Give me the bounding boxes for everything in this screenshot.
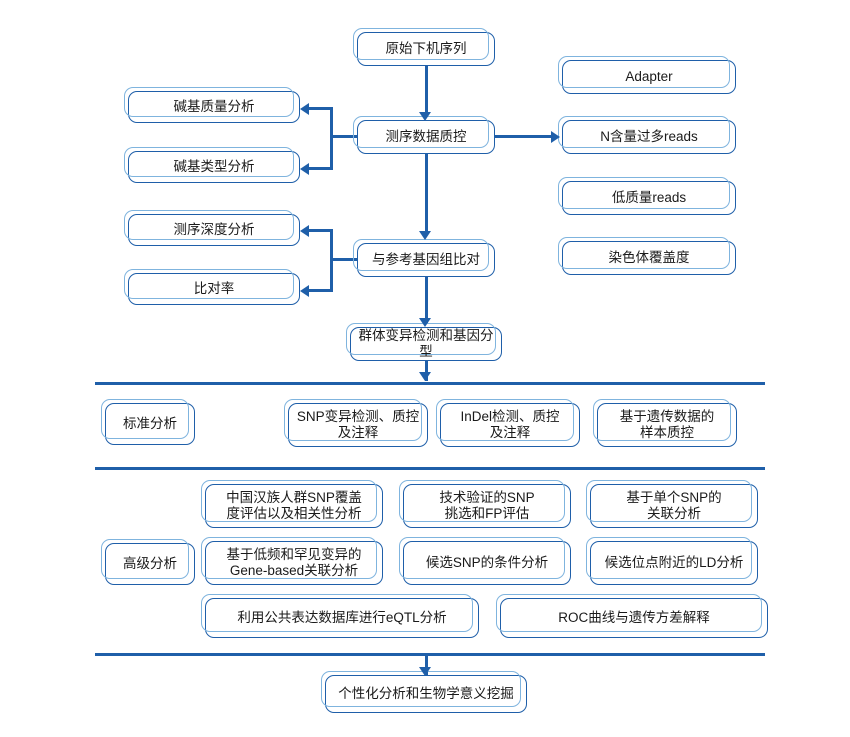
node-n-content-reads-label: N含量过多reads: [600, 128, 698, 144]
connector-qc-left-bracket: [330, 107, 333, 170]
connector-alignment-to-rate: [308, 289, 332, 292]
arrowhead-alignment-to-rate: [300, 285, 309, 297]
connector-alignment-left-bracket: [330, 229, 333, 292]
node-candidate-snp-conditional-label: 候选SNP的条件分析: [425, 554, 549, 570]
arrowhead-qc-to-base-type: [300, 163, 309, 175]
node-indel-detection-qc-annotation-label: InDel检测、质控 及注释: [460, 408, 560, 440]
node-snp-detection-qc-annotation[interactable]: SNP变异检测、质控 及注释: [284, 399, 428, 447]
arrowhead-to-final: [419, 667, 431, 676]
standard-analysis-label-text: 标准分析: [123, 415, 177, 431]
node-low-quality-reads-label: 低质量reads: [611, 189, 687, 205]
arrowhead-qc-to-base-quality: [300, 103, 309, 115]
node-standard-analysis-label[interactable]: 标准分析: [101, 399, 195, 445]
node-personalized-analysis-label: 个性化分析和生物学意义挖掘: [338, 685, 514, 701]
node-variant-calling[interactable]: 群体变异检测和基因分型: [346, 323, 502, 361]
node-raw-sequence-label: 原始下机序列: [385, 40, 467, 56]
node-public-expression-eqtl[interactable]: 利用公共表达数据库进行eQTL分析: [201, 594, 479, 638]
divider-standard-top: [95, 382, 765, 385]
node-chromosome-coverage-label: 染色体覆盖度: [608, 249, 690, 265]
node-alignment-rate[interactable]: 比对率: [124, 269, 300, 305]
node-gene-based-association[interactable]: 基于低频和罕见变异的 Gene-based关联分析: [201, 537, 383, 585]
arrowhead-alignment-to-variant: [419, 318, 431, 327]
node-qc[interactable]: 测序数据质控: [353, 116, 495, 154]
connector-alignment-to-variant: [425, 277, 428, 323]
node-han-chinese-snp-coverage[interactable]: 中国汉族人群SNP覆盖 度评估以及相关性分析: [201, 480, 383, 528]
node-sequencing-depth-analysis[interactable]: 测序深度分析: [124, 210, 300, 246]
node-sequencing-depth-analysis-label: 测序深度分析: [173, 221, 255, 237]
node-advanced-analysis-label[interactable]: 高级分析: [101, 539, 195, 585]
connector-alignment-left-stub: [330, 258, 358, 261]
node-roc-genetic-variance-label: ROC曲线与遗传方差解释: [558, 609, 710, 625]
arrowhead-raw-to-qc: [419, 112, 431, 121]
node-adapter-label: Adapter: [625, 68, 673, 84]
divider-final-top: [95, 653, 765, 656]
divider-advanced-top: [95, 467, 765, 470]
arrowhead-qc-to-alignment: [419, 231, 431, 240]
node-low-quality-reads[interactable]: 低质量reads: [558, 177, 736, 215]
arrowhead-alignment-to-depth: [300, 225, 309, 237]
node-public-expression-eqtl-label: 利用公共表达数据库进行eQTL分析: [237, 609, 447, 625]
connector-raw-to-qc: [425, 63, 428, 117]
node-technical-validation-snp[interactable]: 技术验证的SNP 挑选和FP评估: [399, 480, 571, 528]
node-alignment[interactable]: 与参考基因组比对: [353, 239, 495, 277]
connector-qc-to-base-type: [308, 167, 332, 170]
connector-qc-to-n-reads: [495, 135, 553, 138]
connector-qc-to-alignment: [425, 154, 428, 235]
node-han-chinese-snp-coverage-label: 中国汉族人群SNP覆盖 度评估以及相关性分析: [226, 489, 362, 521]
node-candidate-locus-ld[interactable]: 候选位点附近的LD分析: [586, 537, 758, 585]
node-base-quality-analysis-label: 碱基质量分析: [173, 98, 255, 114]
node-raw-sequence[interactable]: 原始下机序列: [353, 28, 495, 66]
node-base-type-analysis[interactable]: 碱基类型分析: [124, 147, 300, 183]
node-technical-validation-snp-label: 技术验证的SNP 挑选和FP评估: [439, 489, 535, 521]
node-chromosome-coverage[interactable]: 染色体覆盖度: [558, 237, 736, 275]
arrowhead-qc-to-n-reads: [551, 131, 560, 143]
connector-variant-to-standard: [425, 361, 428, 381]
node-personalized-analysis[interactable]: 个性化分析和生物学意义挖掘: [321, 671, 527, 713]
arrowhead-variant-to-standard: [419, 372, 431, 381]
node-genetic-data-sample-qc-label: 基于遗传数据的 样本质控: [619, 408, 715, 440]
node-indel-detection-qc-annotation[interactable]: InDel检测、质控 及注释: [436, 399, 580, 447]
node-adapter[interactable]: Adapter: [558, 56, 736, 94]
node-roc-genetic-variance[interactable]: ROC曲线与遗传方差解释: [496, 594, 768, 638]
node-candidate-snp-conditional[interactable]: 候选SNP的条件分析: [399, 537, 571, 585]
node-base-type-analysis-label: 碱基类型分析: [173, 158, 255, 174]
node-snp-detection-qc-annotation-label: SNP变异检测、质控 及注释: [296, 408, 420, 440]
node-n-content-reads[interactable]: N含量过多reads: [558, 116, 736, 154]
node-single-snp-association[interactable]: 基于单个SNP的 关联分析: [586, 480, 758, 528]
node-variant-calling-label: 群体变异检测和基因分型: [358, 327, 494, 359]
node-genetic-data-sample-qc[interactable]: 基于遗传数据的 样本质控: [593, 399, 737, 447]
connector-alignment-to-depth: [308, 229, 332, 232]
node-gene-based-association-label: 基于低频和罕见变异的 Gene-based关联分析: [226, 546, 362, 578]
node-qc-label: 测序数据质控: [385, 128, 467, 144]
node-alignment-rate-label: 比对率: [193, 280, 235, 296]
node-base-quality-analysis[interactable]: 碱基质量分析: [124, 87, 300, 123]
connector-qc-to-base-quality: [308, 107, 332, 110]
node-alignment-label: 与参考基因组比对: [372, 251, 480, 267]
node-single-snp-association-label: 基于单个SNP的 关联分析: [626, 489, 722, 521]
advanced-analysis-label-text: 高级分析: [123, 555, 177, 571]
node-candidate-locus-ld-label: 候选位点附近的LD分析: [604, 554, 744, 570]
connector-qc-left-stub: [330, 135, 358, 138]
connector-to-final: [425, 653, 428, 676]
